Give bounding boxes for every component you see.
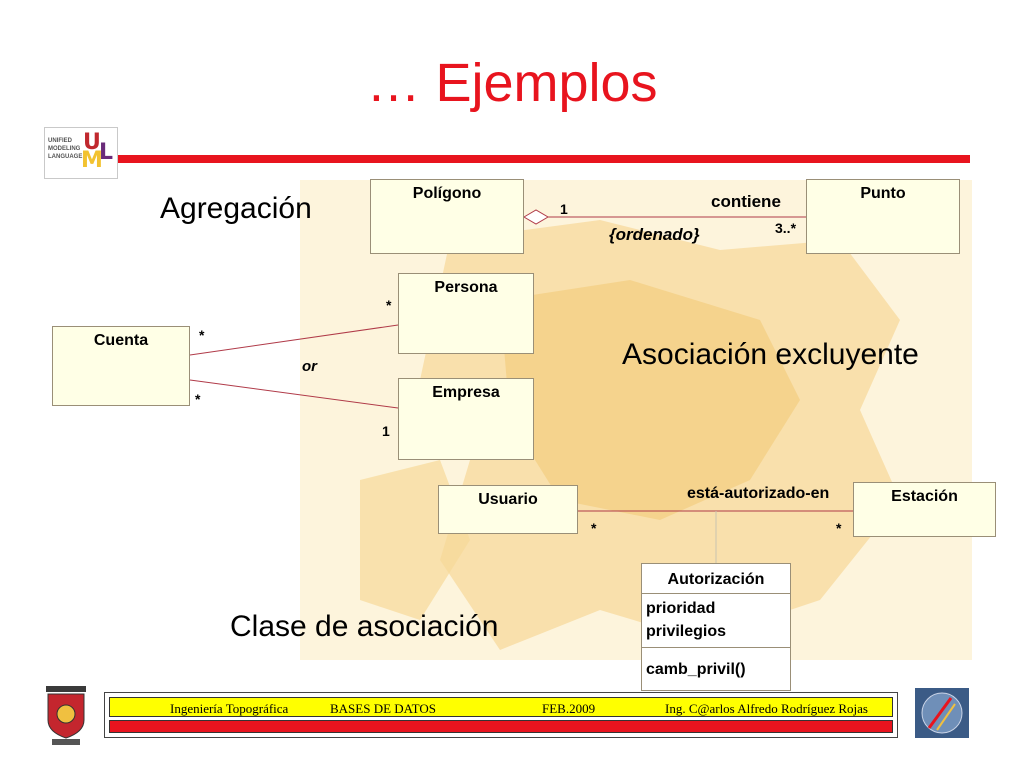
footer-date: FEB.2009 [542,701,596,716]
class-punto: Punto [806,179,960,254]
operation: camb_privil() [646,661,746,678]
class-name: Usuario [478,491,538,508]
mult-estacion: * [836,520,842,536]
mult-usuario: * [591,520,597,536]
attribute: prioridad [646,600,716,617]
label-clase-asociacion: Clase de asociación [230,610,499,643]
assoc-label-autorizado: está-autorizado-en [687,485,830,502]
mult-punto: 3..* [775,220,797,236]
mult-persona: * [386,297,392,313]
footer-info-strip: Ingeniería Topográfica BASES DE DATOS FE… [109,697,893,717]
uml-logo: UNIFIED MODELING LANGUAGE U M L [44,127,118,179]
uml-logo-letter: U [83,130,101,155]
uml-logo-text: MODELING [48,146,81,152]
class-empresa: Empresa [398,378,534,460]
uml-logo-text: UNIFIED [48,138,72,144]
constraint-ordenado: {ordenado} [609,225,700,244]
class-name: Empresa [432,384,500,401]
slide-title: … Ejemplos [366,53,658,113]
mult-cuenta-empresa: * [195,391,201,407]
class-name: Polígono [412,185,482,202]
class-cuenta: Cuenta [52,326,190,406]
cuenta-persona-line [189,324,399,356]
mult-poligono: 1 [560,201,568,217]
class-poligono: Polígono [370,179,524,254]
class-name: Punto [860,185,906,202]
footer-department: Ingeniería Topográfica [170,701,289,716]
assoc-label-contiene: contiene [711,192,781,211]
uml-logo-text: LANGUAGE [48,154,83,160]
uml-logo-letter: L [99,140,114,165]
attribute: privilegios [646,623,727,640]
cuenta-empresa-line [189,379,399,409]
constraint-or: or [302,358,317,375]
class-persona: Persona [398,273,534,354]
mult-cuenta-persona: * [199,327,205,343]
footer-red-strip [109,720,893,733]
operation-compartment: camb_privil() [642,648,790,679]
mult-empresa: 1 [382,423,390,439]
class-usuario: Usuario [438,485,578,534]
label-asociacion-excluyente: Asociación excluyente [622,338,919,371]
uml-logo-letter: M [81,148,103,173]
aggregation-diamond [523,209,549,225]
class-autorizacion: Autorización prioridad privilegios camb_… [641,563,791,691]
background-map-image [300,180,972,660]
class-name: Persona [434,279,498,296]
university-crest-logo [46,686,86,745]
class-estacion: Estación [853,482,996,537]
class-name: Estación [891,488,958,505]
title-underline-bar [118,155,970,163]
faculty-emblem-logo [915,688,969,738]
label-agregacion: Agregación [160,192,312,225]
footer-author: Ing. C@arlos Alfredo Rodríguez Rojas [665,701,868,716]
footer-course: BASES DE DATOS [330,701,436,716]
class-name: Autorización [642,564,790,594]
attribute-compartment: prioridad privilegios [642,594,790,648]
class-name: Cuenta [93,332,149,349]
footer-bar: Ingeniería Topográfica BASES DE DATOS FE… [104,692,898,738]
